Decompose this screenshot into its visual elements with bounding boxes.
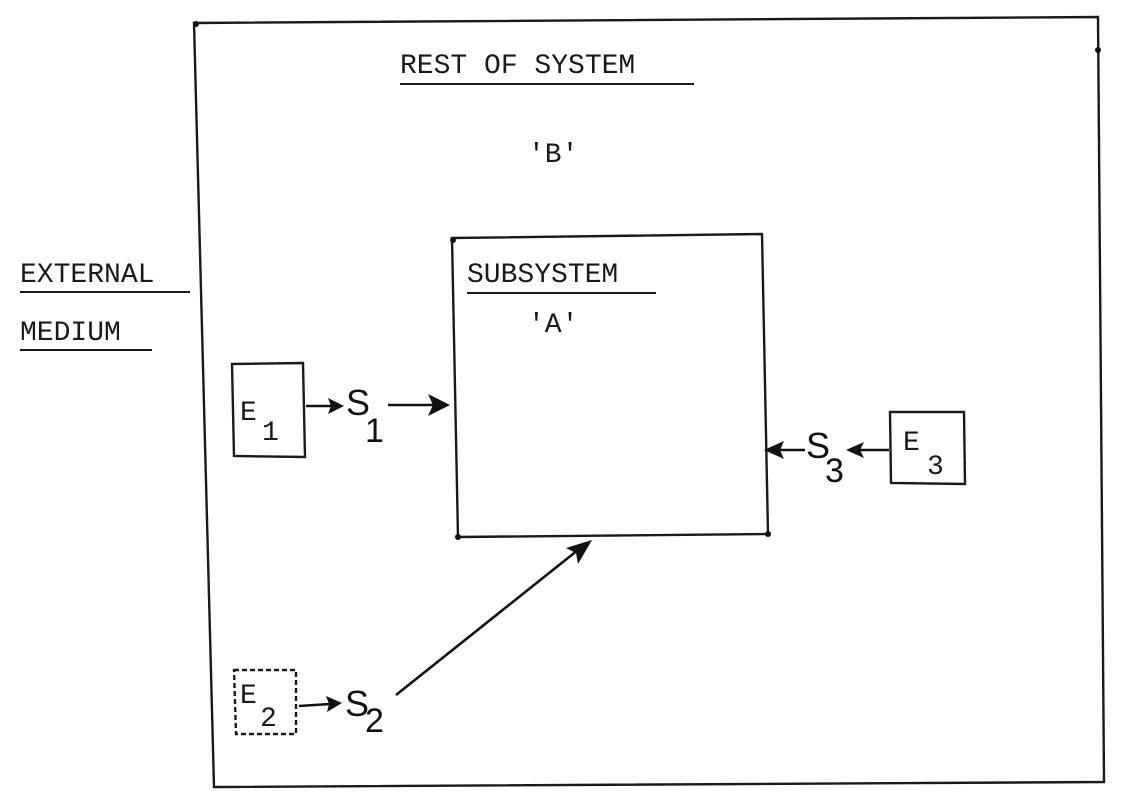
e1-index: 1 (262, 418, 279, 449)
s2-letter: S (345, 683, 369, 724)
corner-dot (450, 237, 456, 243)
corner-dot (455, 534, 461, 540)
e1-letter: E (240, 398, 257, 429)
arrow-head (428, 394, 450, 416)
external-label: EXTERNAL (20, 260, 154, 291)
arrow-head (846, 442, 864, 458)
medium-label: MEDIUM (20, 318, 121, 349)
e2-index: 2 (260, 704, 277, 735)
signal-s1: S 1 (346, 382, 384, 450)
s3-letter: S (806, 425, 830, 466)
rest-of-system-boundary (192, 15, 1106, 789)
e2-letter: E (240, 681, 257, 712)
e3-index: 3 (927, 452, 944, 483)
arrow-s3-to-subsystem (764, 441, 805, 459)
s1-letter: S (346, 382, 370, 423)
corner-dot (765, 531, 771, 537)
arrow-e3-to-s3 (846, 442, 889, 458)
subsystem-title: SUBSYSTEM (467, 260, 618, 291)
arrow-shaft (298, 702, 331, 708)
e1-box-frame (230, 361, 307, 459)
arrow-s2-to-subsystem (395, 540, 592, 697)
subsystem-a-label: 'A' (528, 310, 578, 341)
s1-index: 1 (365, 412, 384, 450)
corner-dot (1095, 47, 1101, 53)
arrow-head (566, 540, 592, 564)
arrow-head (328, 398, 344, 414)
arrow-shaft (395, 548, 579, 697)
arrow-s1-to-subsystem (388, 394, 450, 416)
e3-letter: E (903, 428, 920, 459)
environment-box-e1: E 1 (230, 361, 307, 459)
system-b-label: 'B' (528, 140, 578, 171)
e3-box-frame (888, 410, 967, 486)
rest-of-system-title: REST OF SYSTEM (400, 51, 635, 82)
corner-dot (193, 21, 199, 27)
signal-s2: S 2 (345, 683, 384, 740)
arrow-e2-to-s2 (298, 696, 342, 712)
environment-box-e2: E 2 (232, 668, 298, 736)
arrow-e1-to-s1 (306, 398, 344, 414)
arrow-head (326, 696, 342, 712)
s2-index: 2 (365, 702, 384, 740)
environment-box-e3: E 3 (888, 410, 967, 486)
signal-s3: S 3 (806, 425, 844, 490)
e2-box-frame (232, 668, 298, 736)
arrow-head (764, 441, 784, 459)
s3-index: 3 (825, 452, 844, 490)
